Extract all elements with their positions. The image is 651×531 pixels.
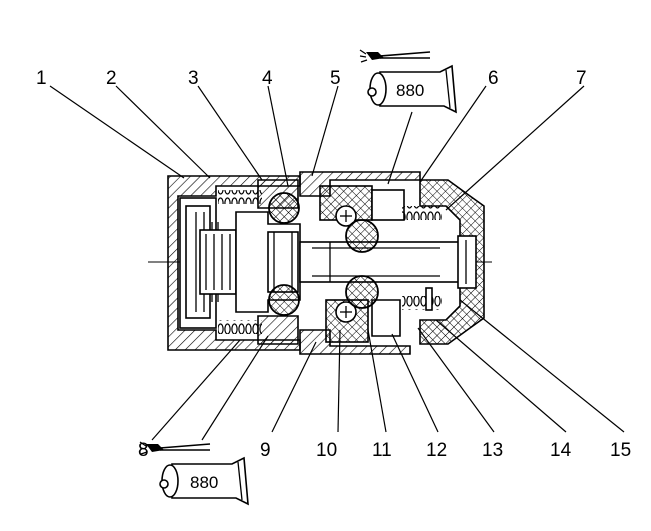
callout-9: 9	[260, 440, 271, 461]
grease-tube-bottom: 880	[139, 441, 249, 506]
callout-4: 4	[262, 68, 273, 89]
small-ball-top	[335, 205, 357, 227]
callout-2: 2	[106, 68, 117, 89]
callout-11: 11	[372, 440, 392, 461]
spring-top	[218, 190, 262, 204]
spring-right-top	[402, 206, 442, 220]
callout-13: 13	[482, 440, 503, 461]
brush-icon	[139, 441, 211, 455]
brush-icon	[359, 49, 431, 63]
callout-8: 8	[138, 440, 149, 461]
small-ball-bottom	[335, 301, 357, 323]
callout-10: 10	[316, 440, 337, 461]
grease-tube-top: 880	[359, 49, 457, 114]
spring-right-bottom	[402, 296, 442, 310]
ball-bottom-left	[268, 284, 300, 316]
ring-bottom	[257, 315, 299, 345]
leader-lines	[49, 85, 625, 441]
callout-12: 12	[426, 440, 447, 461]
callout-5: 5	[330, 68, 341, 89]
callout-6: 6	[488, 68, 499, 89]
callout-14: 14	[550, 440, 572, 461]
callout-1: 1	[36, 68, 47, 89]
spring-bottom	[218, 320, 262, 334]
callout-15: 15	[610, 440, 631, 461]
ball-top-left	[268, 192, 300, 224]
drive-splines	[199, 229, 237, 295]
grease-label-bottom: 880	[190, 473, 218, 492]
callout-3: 3	[188, 68, 199, 89]
grease-label-top: 880	[396, 81, 424, 100]
ball-bottom-right	[345, 275, 379, 309]
front-cap	[419, 179, 485, 345]
callout-7: 7	[576, 68, 587, 89]
locking-sleeve	[299, 171, 421, 355]
ball-top-right	[345, 219, 379, 253]
